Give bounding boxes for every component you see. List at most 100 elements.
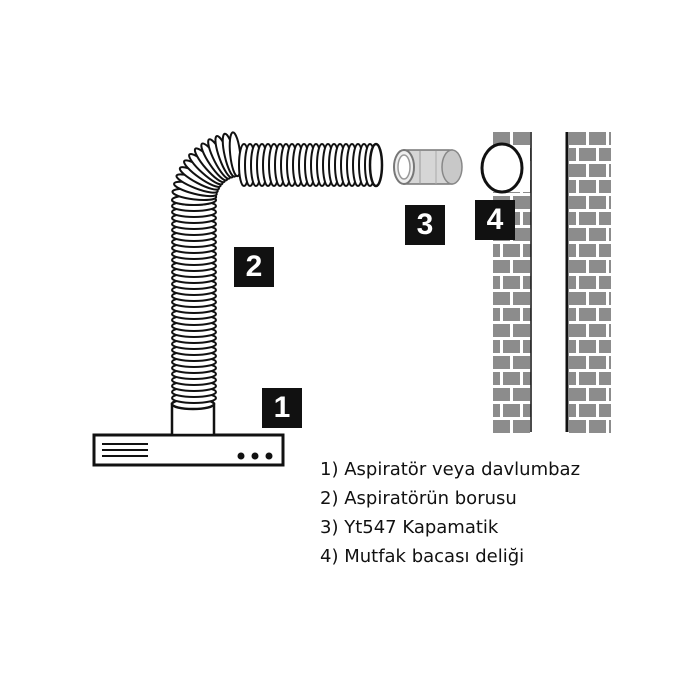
legend-list: 1) Aspiratör veya davlumbaz 2) Aspiratör… bbox=[320, 455, 580, 571]
brick bbox=[513, 260, 530, 273]
brick bbox=[569, 148, 576, 161]
brick bbox=[513, 420, 530, 433]
brick bbox=[493, 132, 510, 145]
brick bbox=[609, 324, 611, 337]
brick bbox=[493, 244, 500, 257]
brick bbox=[589, 292, 606, 305]
brick bbox=[609, 292, 611, 305]
brick bbox=[493, 388, 510, 401]
brick bbox=[609, 388, 611, 401]
brick bbox=[609, 420, 611, 433]
brick bbox=[579, 372, 596, 385]
brick bbox=[513, 388, 530, 401]
brick bbox=[523, 340, 531, 353]
brick bbox=[569, 356, 586, 369]
chimney-hole bbox=[480, 142, 524, 194]
brick bbox=[609, 196, 611, 209]
brick bbox=[569, 340, 576, 353]
badge-hood-number: 1 bbox=[262, 388, 302, 428]
brick bbox=[589, 388, 606, 401]
hood-button bbox=[251, 452, 259, 460]
brick bbox=[493, 308, 500, 321]
brick bbox=[503, 372, 520, 385]
brick bbox=[513, 196, 530, 209]
brick bbox=[569, 324, 586, 337]
brick bbox=[569, 420, 586, 433]
brick bbox=[569, 260, 586, 273]
brick bbox=[493, 292, 510, 305]
collar-fitting bbox=[393, 149, 463, 185]
brick bbox=[569, 212, 576, 225]
brick bbox=[569, 244, 576, 257]
brick bbox=[513, 132, 530, 145]
brick bbox=[493, 324, 510, 337]
legend-item-chimney-hole: 4) Mutfak bacası deliği bbox=[320, 546, 525, 567]
brick bbox=[599, 180, 611, 193]
badge-hose-number: 2 bbox=[234, 247, 274, 287]
brick bbox=[599, 244, 611, 257]
brick bbox=[493, 260, 510, 273]
brick bbox=[523, 276, 531, 289]
brick bbox=[523, 212, 531, 225]
brick bbox=[569, 292, 586, 305]
brick bbox=[569, 164, 586, 177]
brick bbox=[579, 404, 596, 417]
legend-item-hood: 1) Aspiratör veya davlumbaz bbox=[320, 459, 581, 480]
brick bbox=[599, 372, 611, 385]
brick bbox=[513, 292, 530, 305]
brick bbox=[609, 260, 611, 273]
badge-collar-number: 3 bbox=[405, 205, 445, 245]
brick bbox=[569, 276, 576, 289]
brick bbox=[493, 372, 500, 385]
brick bbox=[569, 372, 576, 385]
brick bbox=[589, 196, 606, 209]
chimney-wall-right bbox=[569, 132, 611, 433]
brick bbox=[513, 324, 530, 337]
brick bbox=[569, 228, 586, 241]
brick bbox=[569, 132, 586, 145]
brick bbox=[589, 228, 606, 241]
brick bbox=[599, 148, 611, 161]
brick bbox=[609, 132, 611, 145]
brick bbox=[579, 276, 596, 289]
brick bbox=[589, 420, 606, 433]
brick bbox=[589, 356, 606, 369]
brick bbox=[503, 404, 520, 417]
legend-item-hose: 2) Aspiratörün borusu bbox=[320, 488, 517, 509]
brick bbox=[523, 244, 531, 257]
flexible-hose bbox=[171, 131, 384, 404]
brick bbox=[493, 404, 500, 417]
brick bbox=[589, 260, 606, 273]
brick bbox=[503, 244, 520, 257]
brick bbox=[569, 404, 576, 417]
brick bbox=[599, 404, 611, 417]
brick bbox=[609, 164, 611, 177]
brick bbox=[503, 308, 520, 321]
brick bbox=[579, 212, 596, 225]
hood-button bbox=[265, 452, 273, 460]
brick bbox=[569, 196, 586, 209]
brick bbox=[523, 404, 531, 417]
brick bbox=[579, 148, 596, 161]
brick bbox=[493, 420, 510, 433]
brick bbox=[609, 228, 611, 241]
brick bbox=[569, 180, 576, 193]
brick bbox=[599, 212, 611, 225]
brick bbox=[589, 132, 606, 145]
brick bbox=[513, 228, 530, 241]
range-hood bbox=[92, 433, 285, 467]
hood-button bbox=[237, 452, 245, 460]
brick bbox=[579, 340, 596, 353]
brick bbox=[579, 180, 596, 193]
hose-end bbox=[368, 142, 384, 188]
brick bbox=[569, 388, 586, 401]
brick bbox=[493, 340, 500, 353]
brick bbox=[609, 356, 611, 369]
brick bbox=[589, 164, 606, 177]
brick bbox=[493, 276, 500, 289]
brick bbox=[503, 340, 520, 353]
brick bbox=[523, 372, 531, 385]
hood-outlet bbox=[170, 397, 216, 437]
brick bbox=[569, 308, 576, 321]
